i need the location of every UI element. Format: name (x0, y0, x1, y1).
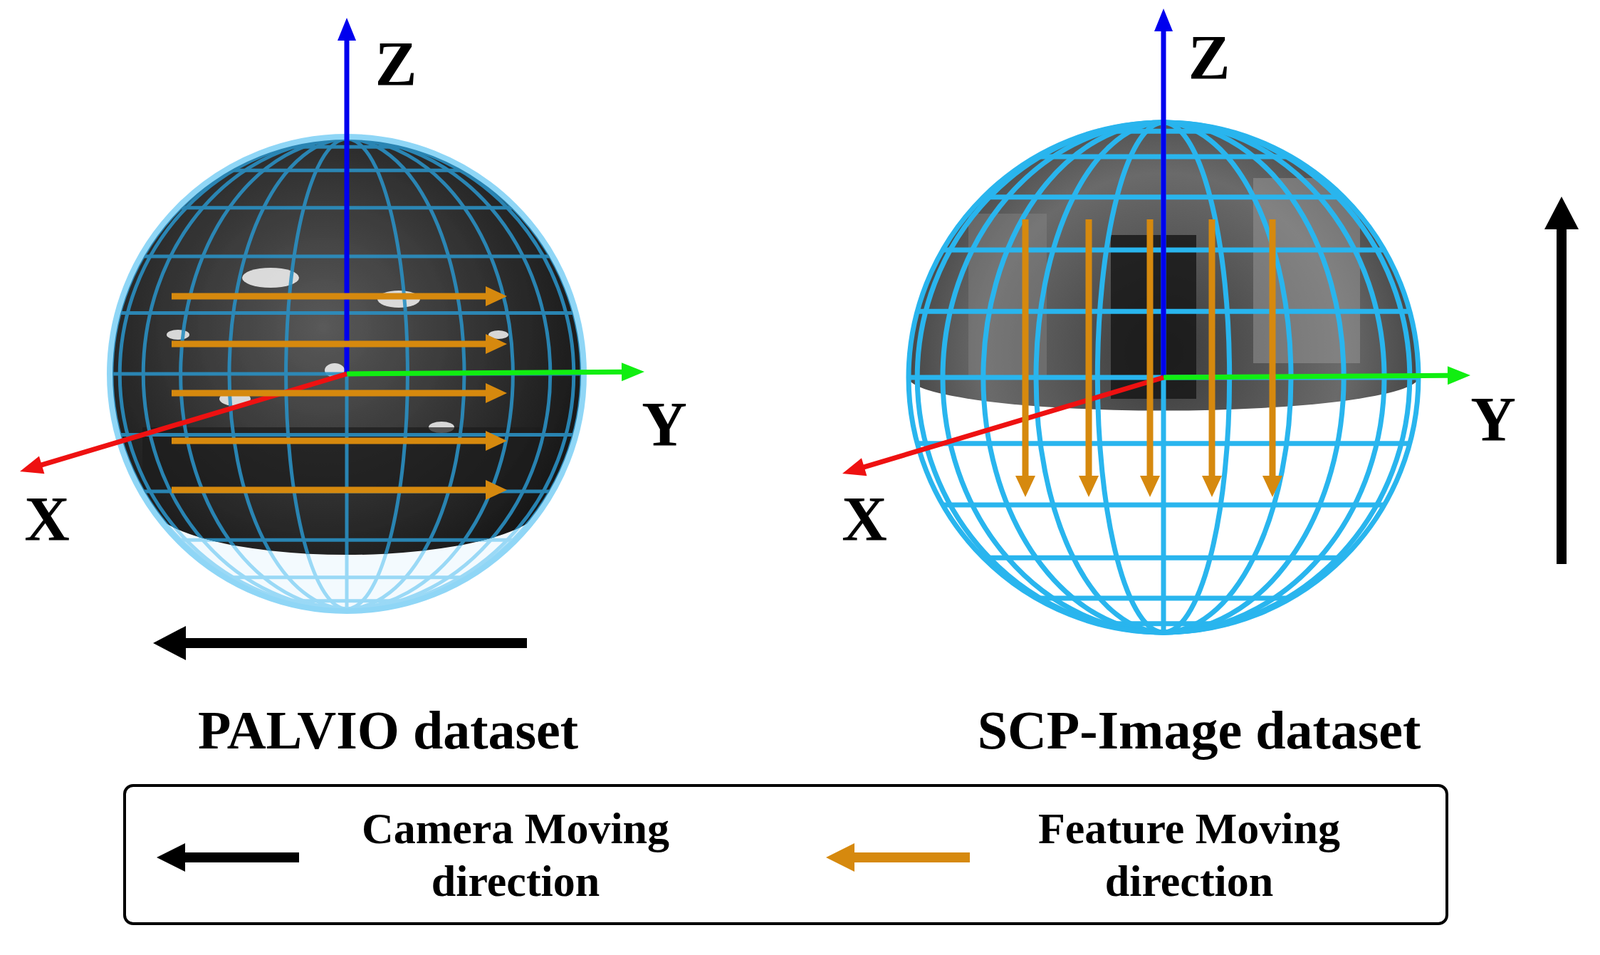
z-axis-head (1154, 8, 1173, 32)
legend-box (124, 785, 1447, 924)
feature-arrow-shaft (1147, 219, 1154, 478)
feature-arrow-shaft (171, 390, 488, 397)
feature-arrow-head (1015, 475, 1036, 498)
camera-arrow-head (1544, 196, 1579, 230)
feature-arrow-shaft (1022, 219, 1029, 478)
legend-feature-sample (825, 843, 970, 872)
dataset-caption: PALVIO dataset (197, 699, 579, 762)
feature-arrow-head (485, 383, 507, 404)
x-axis (842, 377, 1164, 476)
latitude-line (286, 598, 409, 603)
feature-arrow-head (485, 333, 507, 354)
camera-arrow (1544, 196, 1579, 564)
camera-arrow-shaft (184, 638, 527, 648)
legend-feature-sample-shaft (853, 852, 970, 863)
axis-label: X (24, 482, 70, 555)
feature-arrow-shaft (171, 341, 488, 348)
feature-arrow-shaft (171, 437, 488, 445)
y-axis-head (621, 362, 645, 381)
feature-arrow (1262, 219, 1283, 498)
dataset-caption: SCP-Image dataset (977, 699, 1422, 762)
feature-arrow-shaft (171, 293, 488, 300)
feature-arrow-shaft (1085, 219, 1093, 478)
camera-arrow-shaft (1556, 227, 1567, 564)
x-axis-shaft (40, 373, 347, 465)
feature-arrow-head (1078, 475, 1099, 498)
z-axis-head (337, 17, 357, 41)
feature-arrow (171, 430, 507, 451)
feature-arrow-head (1262, 475, 1283, 498)
legend-camera-sample-head (156, 843, 186, 872)
feature-arrow-shaft (171, 487, 488, 494)
x-axis (19, 373, 347, 474)
legend-text: Camera Moving direction (323, 801, 708, 908)
camera-arrow-head (153, 625, 186, 661)
legend-text: Feature Moving direction (996, 801, 1382, 908)
axis-label: Y (1470, 383, 1516, 456)
y-axis-head (1447, 365, 1471, 385)
feature-arrow (171, 479, 507, 500)
feature-arrow-head (485, 430, 507, 451)
y-axis-shaft (1163, 375, 1450, 378)
z-axis (337, 17, 357, 376)
legend-camera-sample-shaft (183, 852, 300, 863)
ceiling-light (166, 329, 190, 340)
feature-arrow (171, 333, 507, 354)
y-axis-shaft (346, 371, 624, 374)
axis-label: Z (1188, 21, 1231, 94)
feature-arrow (1201, 219, 1222, 498)
feature-arrow (1015, 219, 1036, 498)
feature-arrow (1140, 219, 1160, 498)
feature-arrow-head (485, 479, 507, 500)
feature-arrow-head (1201, 475, 1222, 498)
x-axis-head (19, 455, 45, 474)
feature-arrow-head (485, 286, 507, 307)
x-axis-head (842, 457, 867, 476)
feature-arrow-shaft (1209, 219, 1216, 478)
feature-arrow-head (1140, 475, 1160, 498)
z-axis-shaft (344, 39, 350, 376)
y-axis (346, 362, 645, 381)
z-axis-shaft (1161, 29, 1167, 380)
latitude-line (229, 575, 465, 579)
axis-label: Z (375, 27, 418, 100)
feature-arrow (171, 286, 507, 307)
camera-arrow (153, 625, 527, 661)
axis-label: X (841, 482, 888, 555)
feature-arrow-shaft (1269, 219, 1277, 478)
legend-camera-sample (156, 843, 300, 872)
z-axis (1154, 8, 1173, 380)
x-axis-shaft (863, 377, 1164, 468)
feature-arrow (1078, 219, 1099, 498)
legend-feature-sample-head (825, 843, 855, 872)
motion-arrows (19, 8, 1579, 872)
feature-arrow (171, 383, 507, 404)
axis-label: Y (641, 388, 688, 460)
